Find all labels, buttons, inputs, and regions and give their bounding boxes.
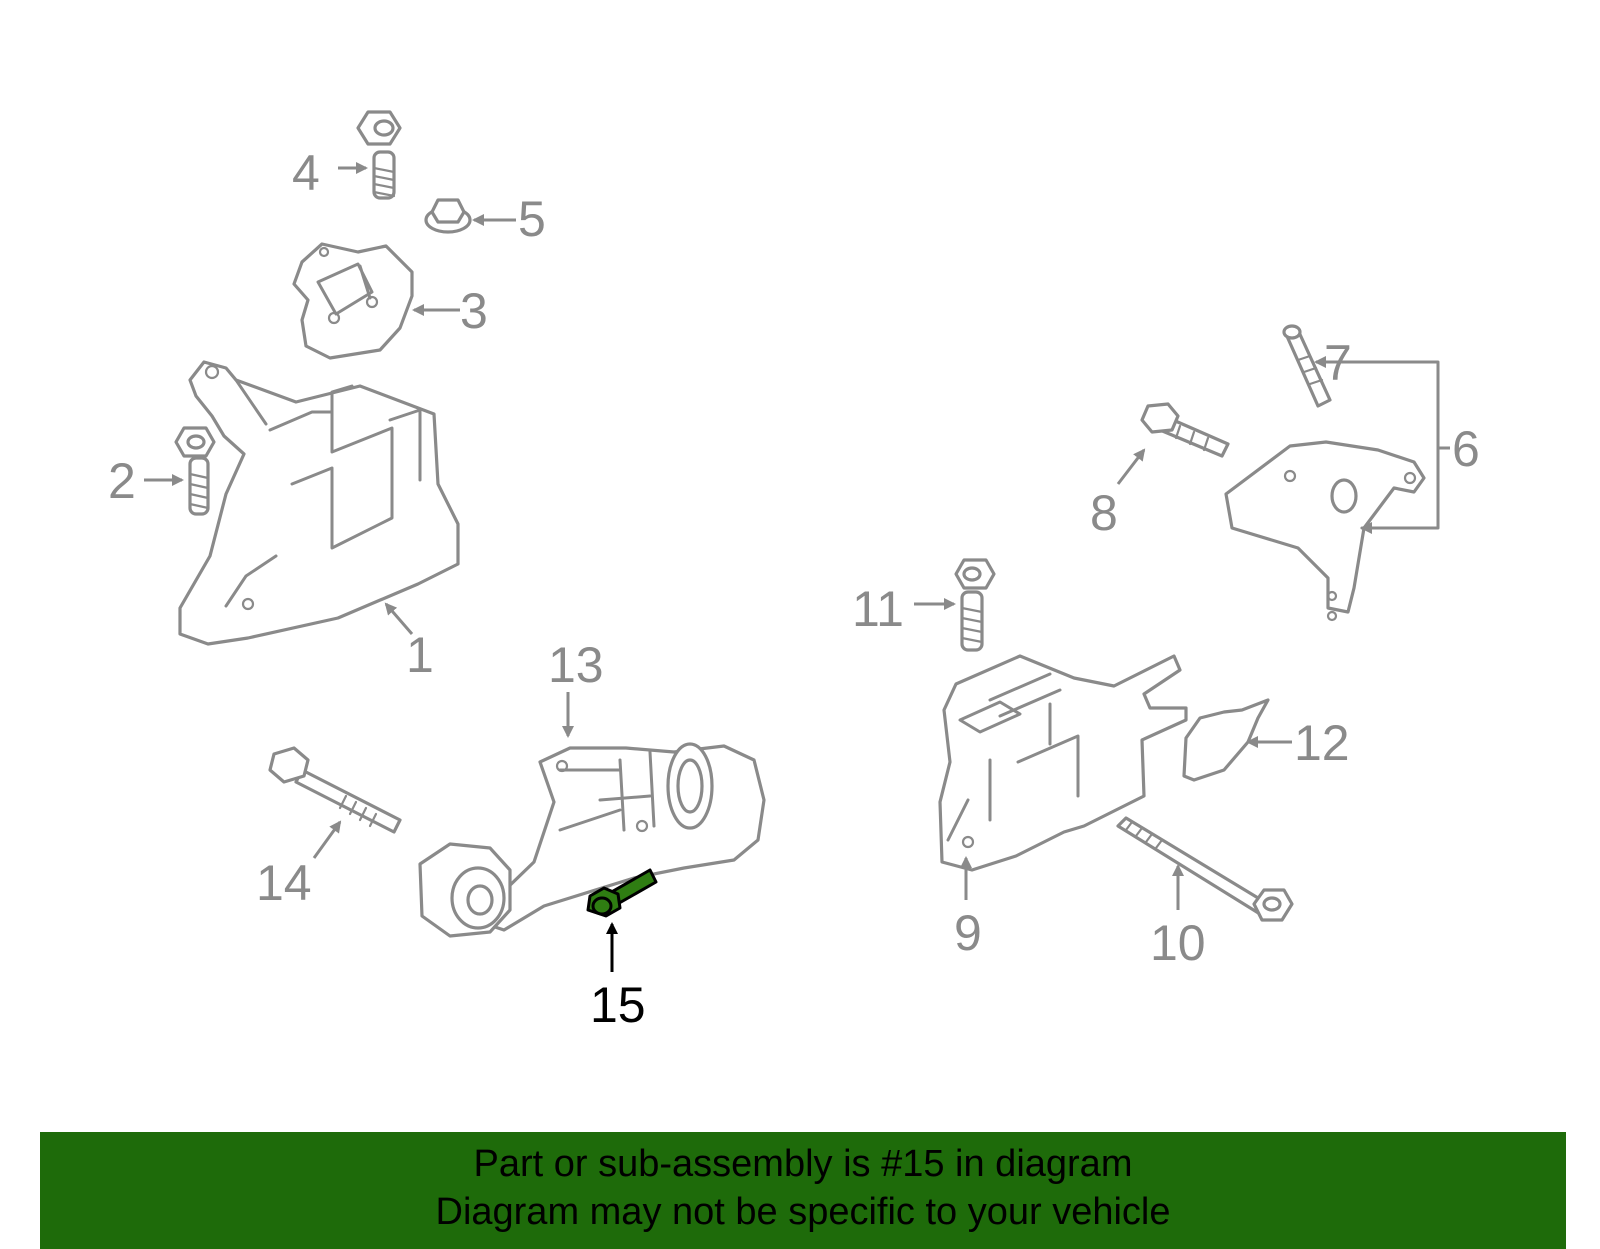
info-banner: Part or sub-assembly is #15 in diagram D… <box>40 1132 1566 1249</box>
part-11-bolt <box>954 558 996 652</box>
part-6-bracket <box>1224 440 1426 622</box>
part-8-bolt <box>1140 402 1230 458</box>
part-13-torque-rod <box>472 742 766 932</box>
part-9-mount <box>938 654 1188 872</box>
callout-5: 5 <box>518 191 546 247</box>
callout-6: 6 <box>1452 421 1480 477</box>
banner-line-1: Part or sub-assembly is #15 in diagram <box>473 1143 1133 1185</box>
callout-13: 13 <box>548 637 604 693</box>
callout-7: 7 <box>1324 335 1352 391</box>
part-2-bolt <box>174 426 216 516</box>
leader-lines <box>144 162 1450 972</box>
callout-3: 3 <box>460 283 488 339</box>
parts-diagram: 4 5 3 2 1 7 6 8 11 12 13 14 9 10 15 <box>108 110 1480 1033</box>
part-15-bolt <box>586 868 658 918</box>
callout-11: 11 <box>852 581 904 637</box>
banner-line-2: Diagram may not be specific to your vehi… <box>435 1191 1171 1233</box>
part-1-mount <box>178 360 460 646</box>
part-10-bolt <box>1116 816 1294 922</box>
callout-2: 2 <box>108 453 136 509</box>
part-5-nut <box>424 198 472 234</box>
part-3-bracket <box>292 242 414 360</box>
part-4-bolt <box>356 110 402 200</box>
callout-10: 10 <box>1150 915 1206 971</box>
callout-1: 1 <box>406 627 434 683</box>
part-12-bracket <box>1182 698 1270 782</box>
callout-15: 15 <box>590 977 646 1033</box>
callout-12: 12 <box>1294 715 1350 771</box>
part-13-bushing <box>418 842 512 938</box>
callout-9: 9 <box>954 905 982 961</box>
part-14-bolt <box>268 746 402 834</box>
callout-14: 14 <box>256 855 312 911</box>
callout-4: 4 <box>292 145 320 201</box>
callout-8: 8 <box>1090 485 1118 541</box>
part-7-stud <box>1282 324 1332 408</box>
